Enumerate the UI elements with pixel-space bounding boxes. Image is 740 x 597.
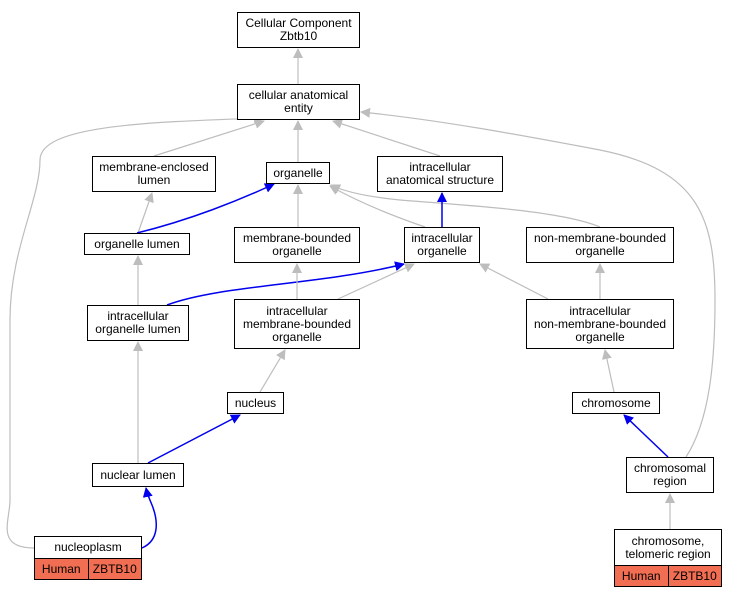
edge-is-a-imbo-to-io bbox=[337, 263, 415, 300]
node-intracellular-non-membrane-bounded-organelle[interactable]: intracellular non-membrane-bounded organ… bbox=[526, 299, 674, 349]
node-membrane-enclosed-lumen[interactable]: membrane-enclosed lumen bbox=[92, 156, 216, 192]
edge-part-of-iol-to-io bbox=[166, 261, 405, 306]
edge-part-of-nl-to-nucleus bbox=[147, 414, 241, 464]
nucleoplasm-annotation-row: Human ZBTB10 bbox=[34, 559, 142, 580]
node-chromosome[interactable]: chromosome bbox=[572, 392, 660, 414]
node-organelle[interactable]: organelle bbox=[266, 162, 330, 184]
gene-tag[interactable]: ZBTB10 bbox=[87, 559, 142, 579]
node-nucleus[interactable]: nucleus bbox=[227, 392, 284, 414]
node-chromosomal-region[interactable]: chromosomal region bbox=[626, 457, 714, 493]
node-non-membrane-bounded-organelle[interactable]: non-membrane-bounded organelle bbox=[526, 227, 674, 263]
edge-is-a-mel-to-cae bbox=[153, 118, 265, 157]
edge-is-a-io-to-org bbox=[329, 185, 426, 228]
node-nuclear-lumen[interactable]: nuclear lumen bbox=[92, 463, 184, 487]
edge-part-of-cr-to-chromosome bbox=[623, 414, 669, 458]
node-nucleoplasm[interactable]: nucleoplasm bbox=[34, 536, 142, 559]
edge-is-a-ol-to-mel bbox=[137, 192, 154, 234]
edge-is-a-chromosome-to-inmbo bbox=[601, 349, 615, 393]
edge-is-a-nucleus-to-imbo bbox=[259, 349, 286, 393]
species-tag[interactable]: Human bbox=[41, 562, 81, 576]
species-tag[interactable]: Human bbox=[621, 569, 661, 583]
node-cellular-component[interactable]: Cellular Component Zbtb10 bbox=[237, 12, 360, 48]
edge-is-a-ias-to-cae bbox=[332, 119, 441, 157]
edge-part-of-np-to-nl bbox=[141, 487, 157, 549]
node-intracellular-organelle-lumen[interactable]: intracellular organelle lumen bbox=[87, 305, 189, 341]
node-intracellular-membrane-bounded-organelle[interactable]: intracellular membrane-bounded organelle bbox=[234, 299, 360, 349]
node-cellular-anatomical-entity[interactable]: cellular anatomical entity bbox=[237, 84, 360, 120]
node-organelle-lumen[interactable]: organelle lumen bbox=[84, 233, 190, 255]
edge-is-a-inmbo-to-io bbox=[479, 263, 549, 300]
node-chromosome-telomeric-region[interactable]: chromosome, telomeric region bbox=[614, 529, 722, 566]
node-membrane-bounded-organelle[interactable]: membrane-bounded organelle bbox=[234, 227, 360, 263]
edge-is-a-nmbo-to-org bbox=[330, 184, 601, 228]
edge-part-of-ol-to-org bbox=[136, 183, 275, 234]
node-intracellular-anatomical-structure[interactable]: intracellular anatomical structure bbox=[377, 156, 503, 192]
node-intracellular-organelle[interactable]: intracellular organelle bbox=[404, 227, 480, 263]
gene-tag[interactable]: ZBTB10 bbox=[667, 566, 722, 586]
telomeric-region-annotation-row: Human ZBTB10 bbox=[614, 566, 722, 587]
edge-is-a-np-to-cae bbox=[6, 113, 264, 549]
edge-is-a-cr-to-cae bbox=[360, 107, 716, 458]
